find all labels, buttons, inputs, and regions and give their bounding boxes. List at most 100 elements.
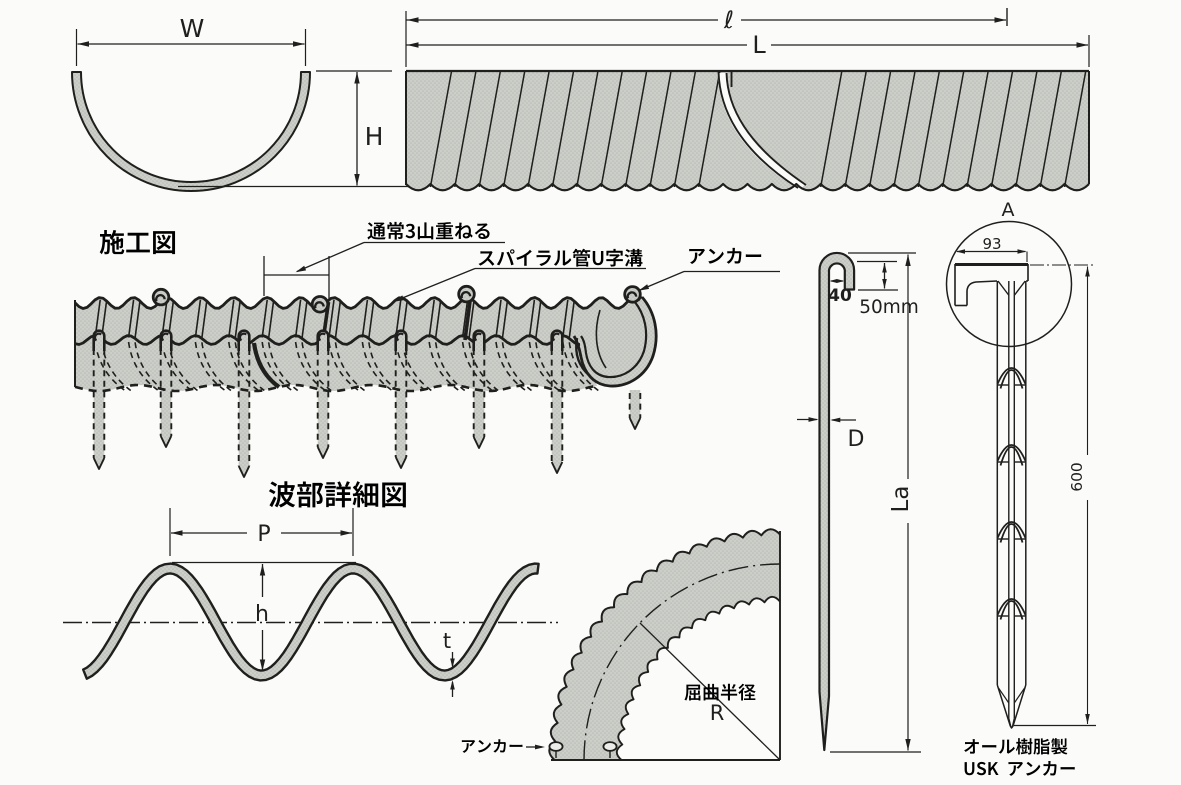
- dim-label-R: R: [710, 701, 725, 725]
- glyph: [606, 248, 623, 267]
- dim-label-600: 600: [1068, 462, 1086, 492]
- dim-overall-length: L: [406, 31, 1090, 67]
- arrowhead: [393, 295, 405, 302]
- glyph: [1042, 761, 1057, 776]
- glyph: [99, 229, 125, 255]
- dim-rod-diameter: D: [797, 417, 864, 452]
- rim-hook: [310, 295, 330, 314]
- dim-label-93: 93: [982, 235, 1001, 253]
- arrowhead: [354, 72, 360, 84]
- arrowhead: [450, 658, 455, 668]
- glyph: [405, 223, 415, 239]
- dim-label-h: h: [255, 602, 269, 627]
- glyph: [493, 739, 506, 753]
- glyph: [268, 481, 296, 508]
- arrowhead: [171, 530, 183, 536]
- arrowhead: [259, 564, 266, 576]
- dim-overall-anchor-length: 600: [1014, 264, 1096, 727]
- dim-label-W: W: [180, 14, 205, 43]
- detail-label-A: A: [1002, 199, 1015, 221]
- dim-hook-width: 40: [828, 279, 852, 306]
- u-channel-wall: [71, 71, 311, 192]
- glyph: [477, 739, 491, 753]
- arrowhead: [808, 417, 819, 422]
- glyph: [624, 248, 643, 267]
- arrowhead: [295, 265, 307, 273]
- dim-label-ell: ℓ: [723, 6, 734, 34]
- glyph: [478, 251, 495, 266]
- glyph: [454, 222, 473, 239]
- glyph: [516, 249, 532, 266]
- glyph: [297, 481, 324, 508]
- glyph: [496, 249, 515, 266]
- arrowhead: [638, 284, 650, 291]
- arrowhead: [340, 530, 352, 536]
- dim-head-width: 93: [956, 235, 1028, 262]
- glyph: [153, 231, 176, 255]
- glyph: [572, 248, 591, 267]
- arrowhead: [259, 659, 266, 671]
- glyph: [982, 745, 997, 748]
- dim-label-La: La: [888, 486, 914, 513]
- glyph: [976, 761, 987, 776]
- glyph: [1051, 738, 1068, 755]
- arrowhead: [535, 744, 545, 750]
- glyph: [964, 739, 979, 754]
- fig-hook-anchor: 40 50mm D La: [797, 251, 921, 753]
- dim-label-L: L: [752, 31, 766, 59]
- fig-wave-detail: P h t: [63, 481, 558, 697]
- glyph: [708, 248, 724, 264]
- glyph: [1026, 761, 1041, 776]
- glyph: [536, 250, 552, 267]
- dim-thickness: t: [443, 629, 455, 697]
- glyph: [324, 481, 352, 508]
- arrowhead: [293, 41, 305, 47]
- arrowhead: [829, 279, 837, 283]
- arrowhead: [1085, 714, 1090, 724]
- channel-corrugations: [94, 299, 599, 392]
- rim-hook: [151, 287, 171, 307]
- glyph: [745, 254, 762, 258]
- arrowhead: [77, 41, 89, 47]
- fig-side-view: ℓ L: [405, 6, 1090, 192]
- fig-usk-anchor: A 93 600: [945, 199, 1096, 776]
- arrowhead: [1076, 42, 1088, 48]
- glyph: [988, 762, 999, 775]
- dim-label-50mm: 50mm: [859, 297, 919, 318]
- hook-anchor-body: [818, 251, 856, 752]
- anchor-label-install: [689, 247, 762, 264]
- dim-effective-length: ℓ: [405, 6, 1008, 67]
- glyph: [382, 482, 406, 508]
- wave-detail-title: [268, 481, 406, 508]
- rim-hook-anchors: [151, 284, 642, 314]
- arrowhead: [407, 42, 419, 48]
- glyph: [352, 481, 379, 508]
- usk-anchor-body: [954, 263, 1029, 729]
- arrowhead: [407, 17, 419, 23]
- dim-pitch: P: [169, 508, 354, 556]
- glyph: [1033, 738, 1050, 755]
- glyph: [964, 762, 975, 776]
- dim-label-40: 40: [828, 286, 852, 306]
- dim-width: W: [75, 14, 307, 66]
- glyph: [1060, 767, 1075, 770]
- glyph: [474, 223, 490, 240]
- corrugated-strip: [405, 69, 1090, 192]
- dim-label-H: H: [365, 122, 384, 151]
- anchor-callout: [638, 247, 780, 291]
- glyph: [126, 232, 150, 253]
- dim-label-P: P: [257, 522, 270, 547]
- arrowhead: [450, 680, 455, 690]
- glyph: [367, 222, 386, 240]
- bend-radius-label: [684, 683, 756, 701]
- arrowhead: [830, 417, 841, 423]
- glyph: [435, 221, 454, 240]
- dim-hook-drop: 50mm: [857, 260, 919, 318]
- dim-label-D: D: [848, 427, 865, 452]
- anchor-label-bend: [461, 739, 523, 753]
- arrowhead: [956, 249, 965, 254]
- arrowhead: [354, 174, 360, 186]
- rim-hook: [623, 285, 642, 304]
